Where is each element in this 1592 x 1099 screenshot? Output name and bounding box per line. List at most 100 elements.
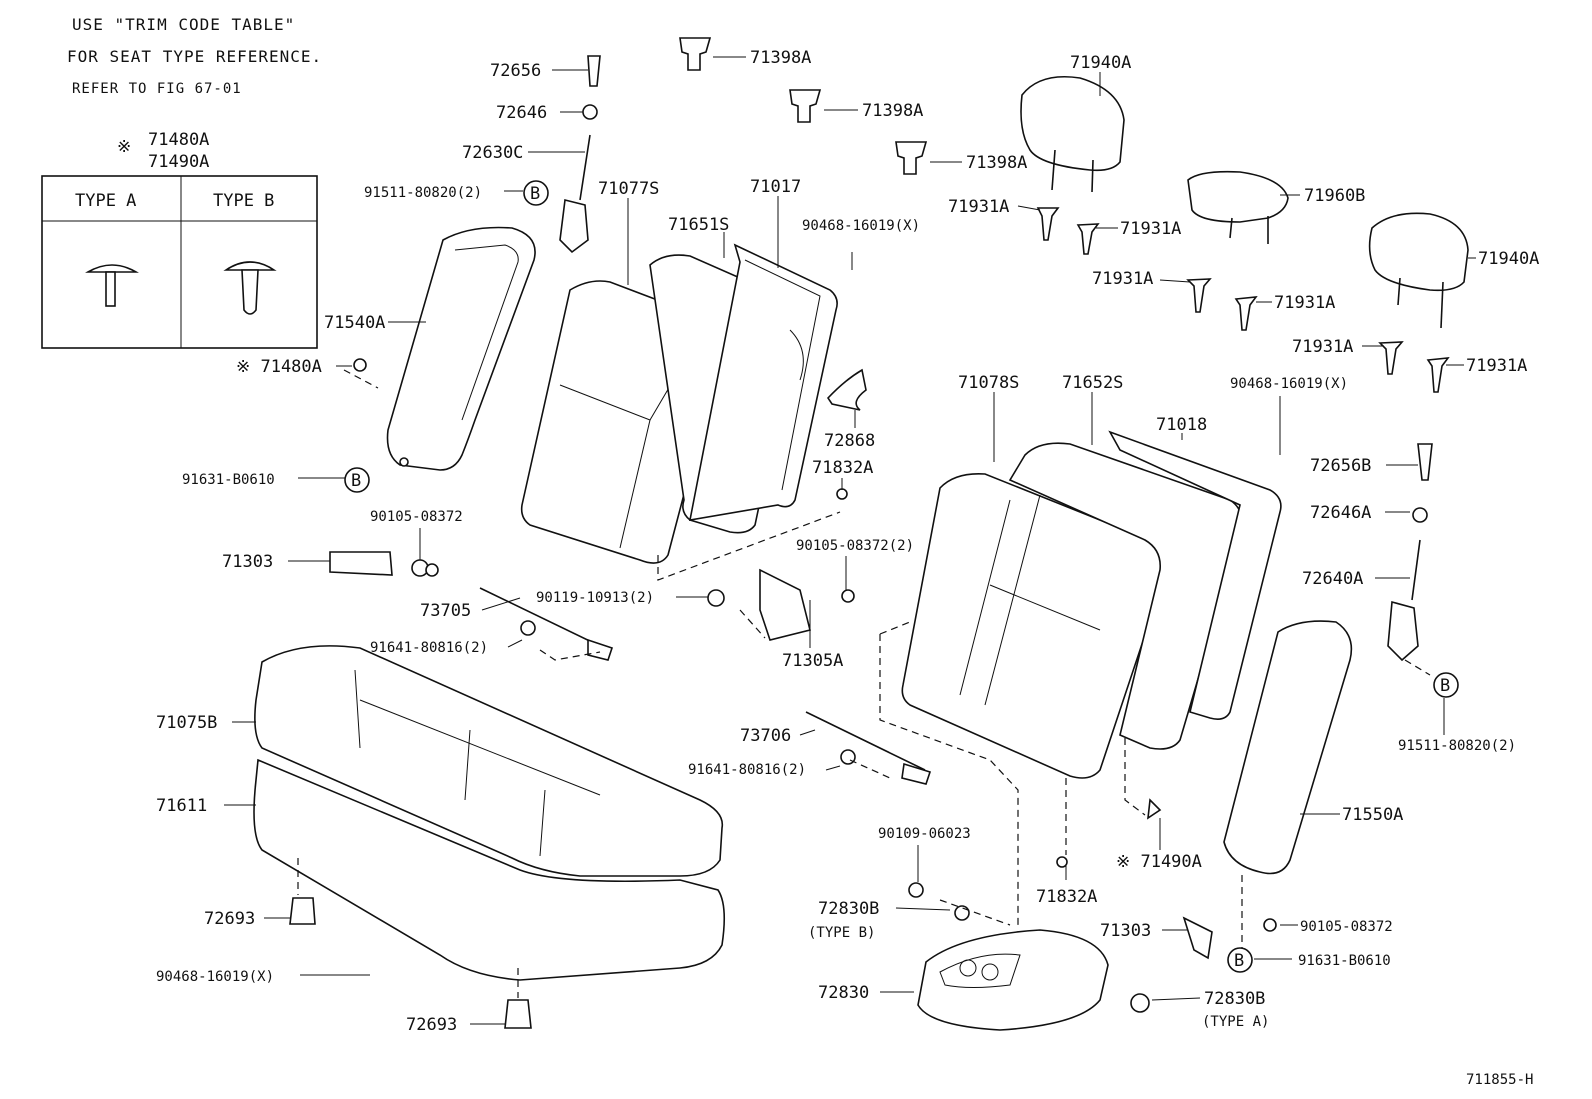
- hook-72693-lower: [504, 999, 532, 1029]
- headrest-71940a-upper: [1020, 75, 1125, 193]
- label-71398a-2: 71398A: [862, 101, 923, 121]
- label-72646a: 72646A: [1310, 503, 1371, 523]
- table-header-71480a: 71480A: [148, 130, 209, 150]
- seat-back-frame-71017: [688, 243, 838, 521]
- label-90105-08372: 90105-08372: [370, 509, 463, 525]
- label-71931a-4: 71931A: [1274, 293, 1335, 313]
- table-col-type-b: TYPE B: [213, 191, 274, 211]
- bracket-72868: [826, 368, 867, 411]
- label-71398a-3: 71398A: [966, 153, 1027, 173]
- label-90109: 90109-06023: [878, 826, 971, 842]
- label-72656: 72656: [490, 61, 541, 81]
- callout-b-left: B: [344, 467, 370, 493]
- seat-cushion-71075b: [254, 645, 724, 877]
- label-72640a: 72640A: [1302, 569, 1363, 589]
- label-90468-right: 90468-16019(X): [1230, 376, 1348, 392]
- label-73706: 73706: [740, 726, 791, 746]
- table-mark: ※: [117, 137, 131, 157]
- hook-72693-upper: [289, 897, 316, 925]
- label-71480a: ※ 71480A: [236, 357, 322, 377]
- bezel-72646a: [1412, 507, 1428, 523]
- label-71931a-2: 71931A: [1120, 219, 1181, 239]
- label-72693-2: 72693: [406, 1015, 457, 1035]
- label-71078s: 71078S: [958, 373, 1019, 393]
- note-line-3: REFER TO FIG 67-01: [72, 81, 242, 97]
- side-bolster-left-71540a: [386, 226, 536, 471]
- label-72830b-typeb: 72830B: [818, 899, 879, 919]
- svg-text:B: B: [1440, 676, 1450, 696]
- svg-text:B: B: [1234, 951, 1244, 971]
- label-71940a-2: 71940A: [1478, 249, 1539, 269]
- label-91641-left: 91641-80816(2): [370, 640, 488, 656]
- label-71931a-6: 71931A: [1466, 356, 1527, 376]
- label-71960b: 71960B: [1304, 186, 1365, 206]
- label-71017: 71017: [750, 177, 801, 197]
- table-col-type-a: TYPE A: [75, 191, 136, 211]
- label-90468-bottom: 90468-16019(X): [156, 969, 274, 985]
- label-72830b-typea-sub: (TYPE A): [1202, 1014, 1269, 1030]
- label-72646: 72646: [496, 103, 547, 123]
- seat-frame-71611: [253, 758, 726, 981]
- label-71832a-bot: 71832A: [1036, 887, 1097, 907]
- note-line-2: FOR SEAT TYPE REFERENCE.: [67, 47, 322, 66]
- bezel-72646: [582, 104, 598, 120]
- svg-text:B: B: [530, 184, 540, 204]
- headrest-71940a-right: [1368, 212, 1469, 329]
- lock-72640a: [1387, 600, 1419, 662]
- fasteners: [329, 358, 1277, 1013]
- clip-71398a: [679, 37, 928, 175]
- label-71652s: 71652S: [1062, 373, 1123, 393]
- label-72830b-typeb-sub: (TYPE B): [808, 925, 875, 941]
- dashed-lines: [297, 369, 1431, 998]
- label-73705: 73705: [420, 601, 471, 621]
- headrest-guide-71931a: [1036, 207, 1450, 393]
- label-71305a: 71305A: [782, 651, 843, 671]
- label-71832a-top: 71832A: [812, 458, 873, 478]
- label-72656b: 72656B: [1310, 456, 1371, 476]
- label-71651s: 71651S: [668, 215, 729, 235]
- label-90119: 90119-10913(2): [536, 590, 654, 606]
- release-knob-72656: [587, 55, 601, 87]
- label-71303-left: 71303: [222, 552, 273, 572]
- label-72693-1: 72693: [204, 909, 255, 929]
- label-71931a-3: 71931A: [1092, 269, 1153, 289]
- label-71931a-1: 71931A: [948, 197, 1009, 217]
- label-71611: 71611: [156, 796, 207, 816]
- clip-type-a-icon: [85, 264, 139, 307]
- label-91641-mid: 91641-80816(2): [688, 762, 806, 778]
- seat-back-pad-71652s: [1008, 442, 1244, 750]
- label-71075b: 71075B: [156, 713, 217, 733]
- figure-number: 711855-H: [1466, 1072, 1533, 1088]
- label-71018: 71018: [1156, 415, 1207, 435]
- label-71931a-5: 71931A: [1292, 337, 1353, 357]
- release-knob-72656b: [1417, 443, 1433, 481]
- callout-b-right-bottom: B: [1227, 947, 1253, 973]
- leader-lines: [224, 56, 1476, 1025]
- label-72830b-typea: 72830B: [1204, 989, 1265, 1009]
- note-line-1: USE "TRIM CODE TABLE": [72, 15, 295, 34]
- label-90468-top: 90468-16019(X): [802, 218, 920, 234]
- svg-text:B: B: [351, 471, 361, 491]
- label-71303-right: 71303: [1100, 921, 1151, 941]
- armrest-72830: [917, 929, 1109, 1031]
- seat-back-frame-71018: [1108, 430, 1282, 720]
- clip-type-table: [41, 175, 318, 349]
- label-71490a: ※ 71490A: [1116, 852, 1202, 872]
- label-72630c: 72630C: [462, 143, 523, 163]
- label-90105-08372-2: 90105-08372(2): [796, 538, 914, 554]
- label-91511-right: 91511-80820(2): [1398, 738, 1516, 754]
- label-90105-08372-right: 90105-08372: [1300, 919, 1393, 935]
- label-71550a: 71550A: [1342, 805, 1403, 825]
- clip-type-b-icon: [223, 261, 277, 315]
- label-91511-left: 91511-80820(2): [364, 185, 482, 201]
- callout-b-right: B: [1433, 672, 1459, 698]
- label-72830: 72830: [818, 983, 869, 1003]
- label-91631-right: 91631-B0610: [1298, 953, 1391, 969]
- lock-72630c: [559, 199, 589, 254]
- label-71398a-1: 71398A: [750, 48, 811, 68]
- label-71940a-1: 71940A: [1070, 53, 1131, 73]
- side-bolster-right-71550a: [1223, 620, 1353, 875]
- label-91631-left: 91631-B0610: [182, 472, 275, 488]
